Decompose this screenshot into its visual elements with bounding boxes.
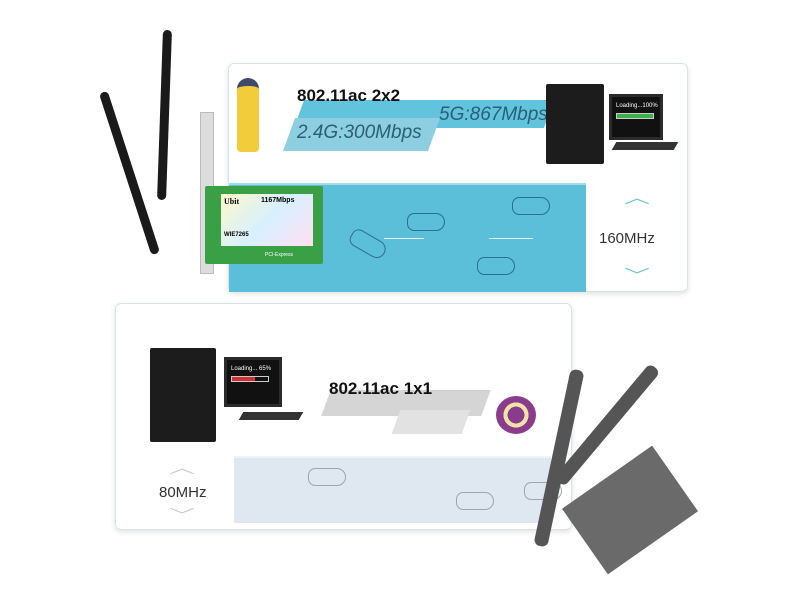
pc-tower xyxy=(546,84,604,164)
wifi-card: Ubit 1167Mbps WIE7265 PCI-Express xyxy=(205,186,323,264)
speed-5g-label: 5G:867Mbps xyxy=(439,104,548,125)
car-icon xyxy=(347,226,389,262)
lane-line xyxy=(384,238,424,239)
monitor: Loading...100% xyxy=(609,94,663,140)
car-icon xyxy=(407,213,445,231)
antenna xyxy=(157,29,172,201)
loading-progress-bar xyxy=(616,113,654,119)
card-speed: 1167Mbps xyxy=(261,197,295,204)
monitor: Loading... 65% xyxy=(224,357,282,407)
speed-24g-label: 2.4G:300Mbps xyxy=(297,122,422,143)
lane-line xyxy=(489,238,533,239)
chevron-down-icon[interactable]: ﹀ xyxy=(624,268,650,285)
card-interface: PCI-Express xyxy=(265,252,294,258)
chevron-up-icon[interactable]: ︿ xyxy=(169,460,195,477)
card-brand: Ubit xyxy=(224,197,240,206)
card-model: WIE7265 xyxy=(224,232,249,238)
loading-progress-bar xyxy=(231,376,269,382)
chevron-down-icon[interactable]: ﹀ xyxy=(169,508,195,525)
keyboard xyxy=(611,142,679,150)
monitor-loading-text: Loading...100% xyxy=(616,103,658,109)
speed-band xyxy=(391,410,471,434)
standard-title: 802.11ac 2x2 xyxy=(297,86,401,105)
car-icon xyxy=(308,468,346,486)
bandwidth-label: 160MHz xyxy=(599,230,655,247)
bottom-panel: Loading... 65% 802.11ac 1x1 ︿ 80MHz ﹀ xyxy=(115,303,572,530)
car-icon xyxy=(477,257,515,275)
antenna xyxy=(98,90,161,256)
monitor-loading-text: Loading... 65% xyxy=(231,366,272,372)
car-icon xyxy=(456,492,494,510)
road-area xyxy=(234,456,562,523)
snail-icon xyxy=(496,396,536,434)
chevron-up-icon[interactable]: ︿ xyxy=(624,190,650,207)
rocket-icon xyxy=(237,78,259,152)
standard-title: 802.11ac 1x1 xyxy=(329,379,433,398)
top-panel: 802.11ac 2x2 5G:867Mbps 2.4G:300Mbps Loa… xyxy=(228,63,688,292)
keyboard xyxy=(238,412,304,420)
car-icon xyxy=(512,197,550,215)
card-label: Ubit 1167Mbps WIE7265 xyxy=(221,194,313,246)
pc-tower xyxy=(150,348,216,442)
bandwidth-label: 80MHz xyxy=(159,484,207,501)
